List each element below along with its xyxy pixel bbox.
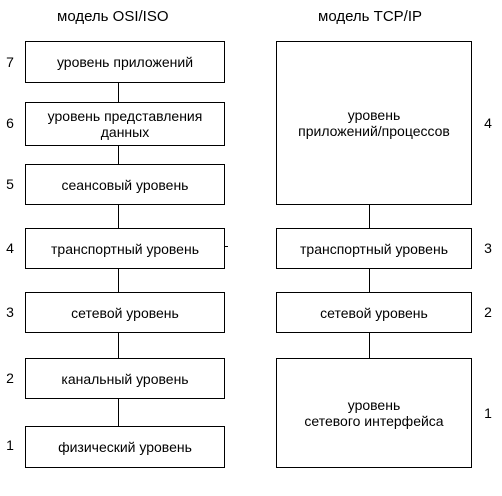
tcpip-connector [369,269,370,292]
osi-title: модель OSI/ISO [57,8,169,25]
osi-layer-box: физический уровень [25,426,225,468]
osi-connector [118,83,119,102]
osi-layer-box: сетевой уровень [25,292,225,333]
osi-layer-number: 5 [6,176,14,192]
osi-connector [118,333,119,358]
osi-connector [118,205,119,228]
osi-connector [118,269,119,292]
tcpip-layer-box: сетевой уровень [276,292,472,333]
osi-layer-box: транспортный уровень [25,228,225,269]
osi-connector [118,146,119,164]
tcpip-layer-number: 3 [484,240,492,256]
osi-layer-number: 4 [6,240,14,256]
osi-connector [118,399,119,426]
tcpip-connector [369,205,370,228]
osi-layer-number: 1 [6,437,14,453]
tcpip-title: модель TCP/IP [318,8,422,25]
osi-layer-box: уровень приложений [25,41,225,83]
osi-layer-box: уровень представления данных [25,102,225,146]
osi-layer-number: 7 [6,54,14,70]
tcpip-layer-box: уровень сетевого интерфейса [276,358,472,468]
osi-layer-number: 6 [6,115,14,131]
osi-layer-box: канальный уровень [25,358,225,399]
osi-layer-box: сеансовый уровень [25,164,225,205]
osi-layer-number: 2 [6,370,14,386]
tcpip-layer-number: 1 [484,405,492,421]
tcpip-layer-box: транспортный уровень [276,228,472,269]
tcpip-layer-box: уровень приложений/процессов [276,41,472,205]
osi-layer-number: 3 [6,304,14,320]
tcpip-layer-number: 2 [484,304,492,320]
tcpip-connector [369,333,370,358]
tcpip-layer-number: 4 [484,115,492,131]
osi-tick-mark [224,246,228,247]
